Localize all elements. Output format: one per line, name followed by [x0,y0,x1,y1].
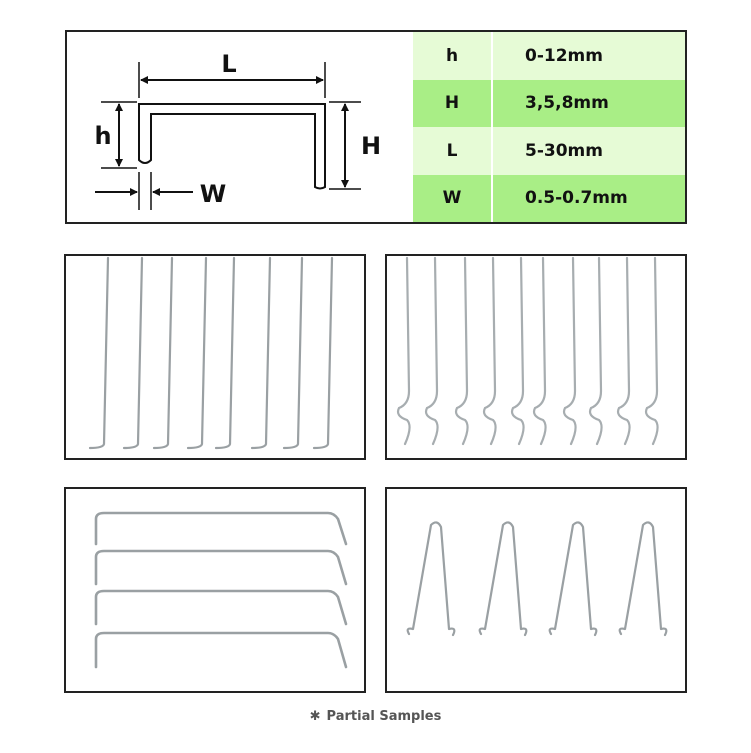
sample-photo-wave-pins [385,254,687,460]
hook-pins-illustration [88,256,334,450]
spec-table: h 0-12mm H 3,5,8mm L 5-30mm W 0.5-0.7mm [413,32,685,222]
spec-key: h [413,32,493,80]
spec-value: 0-12mm [525,45,603,66]
sample-photo-v-clips [385,487,687,693]
spec-key: W [413,174,493,222]
spec-key: H [413,79,493,127]
label-L: L [221,50,236,78]
staple-outline [138,103,326,190]
spec-row-h: h 0-12mm [413,32,685,80]
label-H: H [361,132,381,160]
spec-row-H: H 3,5,8mm [413,79,685,127]
asterisk-icon: ✱ [309,709,321,724]
spec-row-L: L 5-30mm [413,127,685,175]
spec-box: L h H W h 0-12mm H 3,5,8mm L 5-30mm W 0.… [65,30,687,224]
label-W: W [200,180,226,208]
spec-value: 0.5-0.7mm [525,188,628,209]
spec-value: 3,5,8mm [525,93,609,114]
spec-key: L [413,127,493,175]
wave-pins-illustration [396,256,659,446]
sample-photo-hook-pins [64,254,366,460]
long-staples-illustration [94,511,348,669]
footer-text: Partial Samples [326,709,442,724]
sample-photo-long-staples [64,487,366,693]
label-h: h [94,122,111,150]
spec-value: 5-30mm [525,140,603,161]
v-clips-illustration [406,521,668,637]
footer-caption: ✱ Partial Samples [0,709,751,724]
staple-dimension-diagram: L h H W [94,50,381,210]
spec-row-W: W 0.5-0.7mm [413,174,685,222]
